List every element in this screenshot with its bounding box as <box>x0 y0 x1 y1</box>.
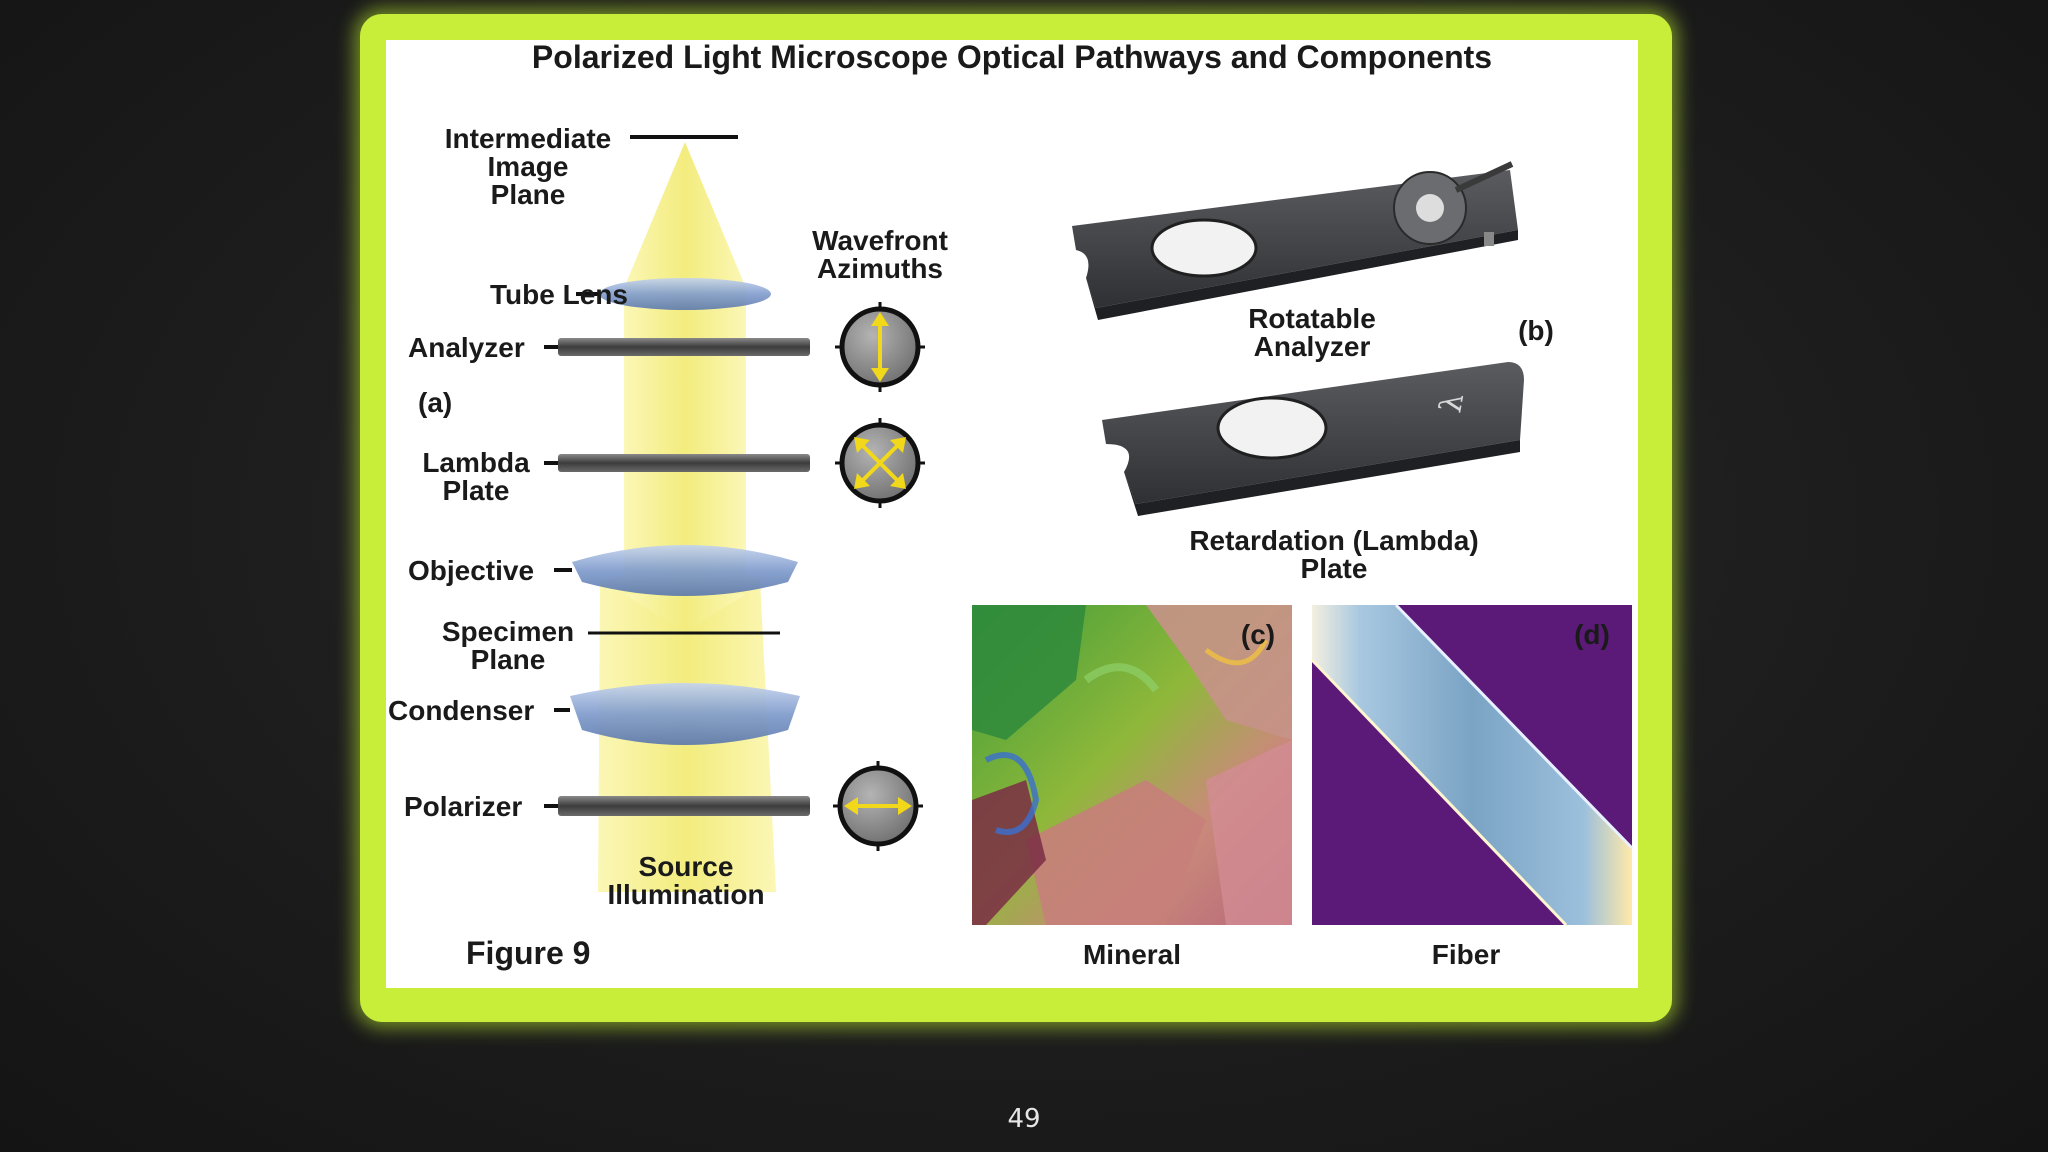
condenser-lens <box>570 683 800 745</box>
wavefront-azimuths-label-2: Azimuths <box>817 253 943 284</box>
retardation-plate-label-2: Plate <box>1301 553 1368 584</box>
figure-title: Polarized Light Microscope Optical Pathw… <box>532 40 1492 75</box>
retardation-plate-label-1: Retardation (Lambda) <box>1189 525 1478 556</box>
figure-svg: Polarized Light Microscope Optical Pathw… <box>388 40 1634 971</box>
figure-panel: Polarized Light Microscope Optical Pathw… <box>386 40 1638 988</box>
specimen-plane-label-2: Plane <box>471 644 546 675</box>
tube-lens <box>599 278 771 310</box>
objective-lens <box>572 545 798 596</box>
mineral-caption: Mineral <box>1083 939 1181 970</box>
polarizer-label: Polarizer <box>404 791 522 822</box>
analyzer-label: Analyzer <box>408 332 525 363</box>
lambda-plate-label-1: Lambda <box>422 447 530 478</box>
source-illumination-label-2: Illumination <box>607 879 764 910</box>
panel-d-label: (d) <box>1574 619 1610 650</box>
rotatable-analyzer-label-1: Rotatable <box>1248 303 1376 334</box>
panel-c-label: (c) <box>1241 619 1275 650</box>
fiber-caption: Fiber <box>1432 939 1501 970</box>
condenser-label: Condenser <box>388 695 534 726</box>
mineral-micrograph <box>972 605 1292 925</box>
lambda-plate-filter <box>558 454 810 472</box>
polarizer-azimuth-icon <box>833 761 923 851</box>
lambda-plate-azimuth-icon <box>835 418 925 508</box>
analyzer-filter <box>558 338 810 356</box>
tube-lens-label: Tube Lens <box>490 279 628 310</box>
lambda-plate-label-2: Plate <box>443 475 510 506</box>
intermediate-image-plane-label-1: Intermediate <box>445 123 612 154</box>
retardation-plate-slider: λ <box>1102 362 1524 516</box>
specimen-plane-label-1: Specimen <box>442 616 574 647</box>
figure-caption: Figure 9 <box>466 935 590 971</box>
rotatable-analyzer-slider <box>1072 161 1518 320</box>
intermediate-image-plane-label-3: Plane <box>491 179 566 210</box>
objective-cone <box>624 594 746 632</box>
wavefront-azimuths-label-1: Wavefront <box>812 225 948 256</box>
intermediate-image-plane-label-2: Image <box>488 151 569 182</box>
analyzer-azimuth-icon <box>835 302 925 392</box>
panel-b-label: (b) <box>1518 315 1554 346</box>
image-beam <box>624 288 746 580</box>
rotatable-analyzer-label-2: Analyzer <box>1254 331 1371 362</box>
fiber-micrograph <box>1310 603 1634 927</box>
objective-label: Objective <box>408 555 534 586</box>
image-cone <box>624 142 746 288</box>
source-illumination-label-1: Source <box>639 851 734 882</box>
slide-page-number: 49 <box>1007 1104 1041 1134</box>
optical-pathway-diagram: Intermediate Image Plane Tube Lens Analy… <box>388 123 948 910</box>
polarizer-filter <box>558 796 810 816</box>
panel-a-label: (a) <box>418 387 452 418</box>
